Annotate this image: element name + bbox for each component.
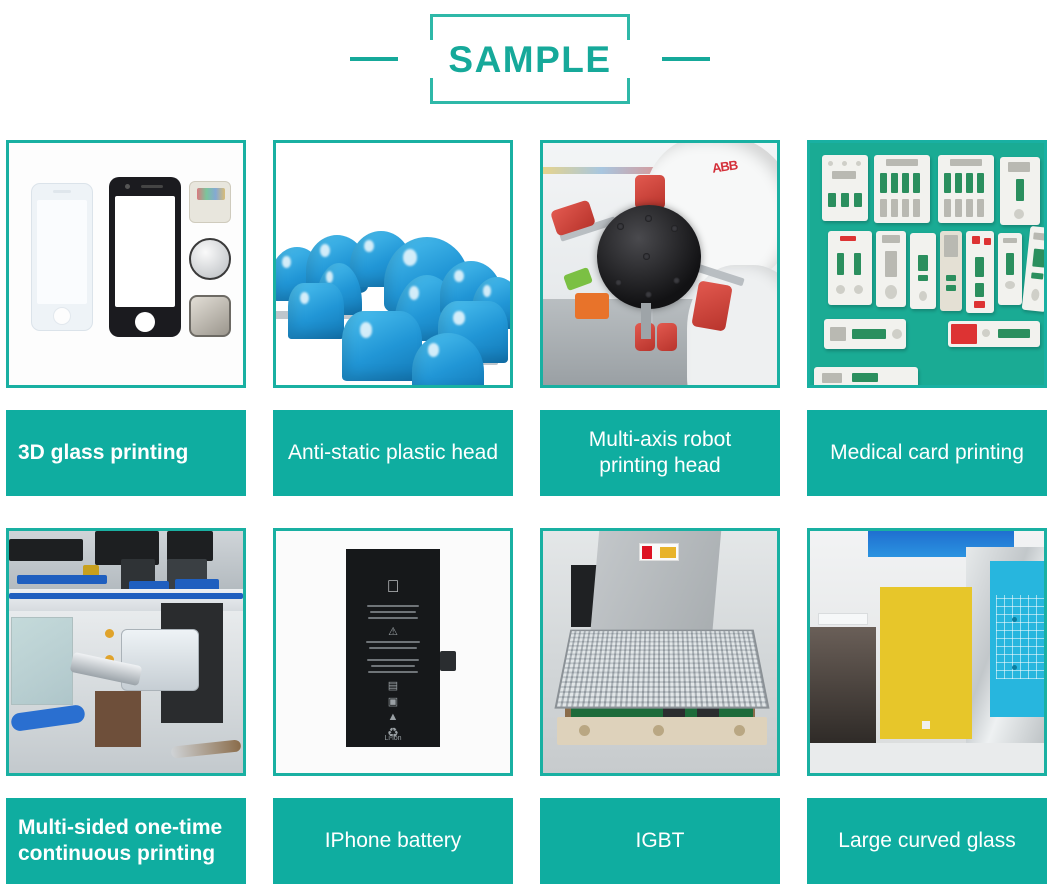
battery-cell:  ⚠ ▤ ▣ ▲ [346, 549, 440, 747]
glass-panels-illustration [9, 143, 243, 385]
pin-fin-heatsink [554, 629, 770, 709]
printing-machine-illustration [9, 531, 243, 773]
header-right-dash-icon [662, 57, 710, 61]
rotary-print-head [597, 205, 701, 309]
iphone-battery-photo[interactable]:  ⚠ ▤ ▣ ▲ [273, 528, 513, 776]
sample-card[interactable]: IGBT [540, 528, 780, 884]
certification-icon: ▣ [387, 696, 399, 708]
battery-illustration:  ⚠ ▤ ▣ ▲ [276, 531, 510, 773]
sample-grid: 3D glass printing [6, 140, 1054, 884]
abb-robot-illustration: ABB [543, 143, 777, 385]
apple-logo-icon:  [385, 577, 401, 596]
title-frame-right-bottom-corner [627, 78, 630, 104]
sample-caption: 3D glass printing [6, 410, 246, 496]
sample-card[interactable]: Multi-sided one-time continuous printing [6, 528, 246, 884]
wooden-fixture [557, 717, 767, 745]
sample-card[interactable]: 3D glass printing [6, 140, 246, 496]
recycle-icon: ♻ [387, 725, 399, 740]
sample-caption: Multi-sided one-time continuous printing [6, 798, 246, 884]
title-frame-left-top-corner [430, 14, 433, 40]
large-curved-glass-photo[interactable] [807, 528, 1047, 776]
title-frame-left-bottom-corner [430, 78, 433, 104]
medical-card-printing-photo[interactable] [807, 140, 1047, 388]
curved-glass-illustration [810, 531, 1044, 773]
sample-caption: IPhone battery [273, 798, 513, 884]
sample-card[interactable]: Medical card printing [807, 140, 1047, 496]
machine-label [639, 543, 679, 561]
blue-pad-heads-illustration [276, 143, 510, 385]
no-fire-icon: ▤ [387, 680, 399, 692]
sample-card[interactable]: ABB [540, 140, 780, 496]
sample-caption: Large curved glass [807, 798, 1047, 884]
sample-caption: Medical card printing [807, 410, 1047, 496]
title-frame-right-top-corner [627, 14, 630, 40]
page-title-frame: SAMPLE [430, 14, 630, 104]
small-part-octagon [189, 181, 231, 223]
3d-glass-printing-photo[interactable] [6, 140, 246, 388]
title-frame-bottom-border [430, 101, 630, 104]
sample-caption: IGBT [540, 798, 780, 884]
title-frame-top-border [430, 14, 630, 17]
sample-caption: Multi-axis robot printing head [540, 410, 780, 496]
header-left-dash-icon [350, 57, 398, 61]
igbt-module-illustration [543, 531, 777, 773]
small-part-square [189, 295, 231, 337]
igbt-photo[interactable] [540, 528, 780, 776]
multi-axis-robot-printing-head-photo[interactable]: ABB [540, 140, 780, 388]
black-phone-glass [109, 177, 181, 337]
page-title: SAMPLE [448, 38, 612, 80]
cyan-glass-panel [990, 561, 1044, 717]
sample-card[interactable]: Anti-static plastic head [273, 140, 513, 496]
sample-caption: Anti-static plastic head [273, 410, 513, 496]
green-yellow-glass-panel [880, 587, 972, 739]
medical-test-cassettes-illustration [810, 143, 1044, 385]
page-header: SAMPLE [0, 0, 1060, 118]
sample-card[interactable]:  ⚠ ▤ ▣ ▲ [273, 528, 513, 884]
white-phone-glass [31, 183, 93, 331]
small-part-round [189, 238, 231, 280]
anti-static-plastic-head-photo[interactable] [273, 140, 513, 388]
multi-sided-continuous-printing-photo[interactable] [6, 528, 246, 776]
no-dispose-icon: ▲ [387, 711, 399, 723]
warning-icon: ⚠ [388, 626, 398, 638]
li-ion-label: Li-ion [384, 735, 402, 742]
sample-card[interactable]: Large curved glass [807, 528, 1047, 884]
battery-connector-tab [440, 651, 456, 671]
